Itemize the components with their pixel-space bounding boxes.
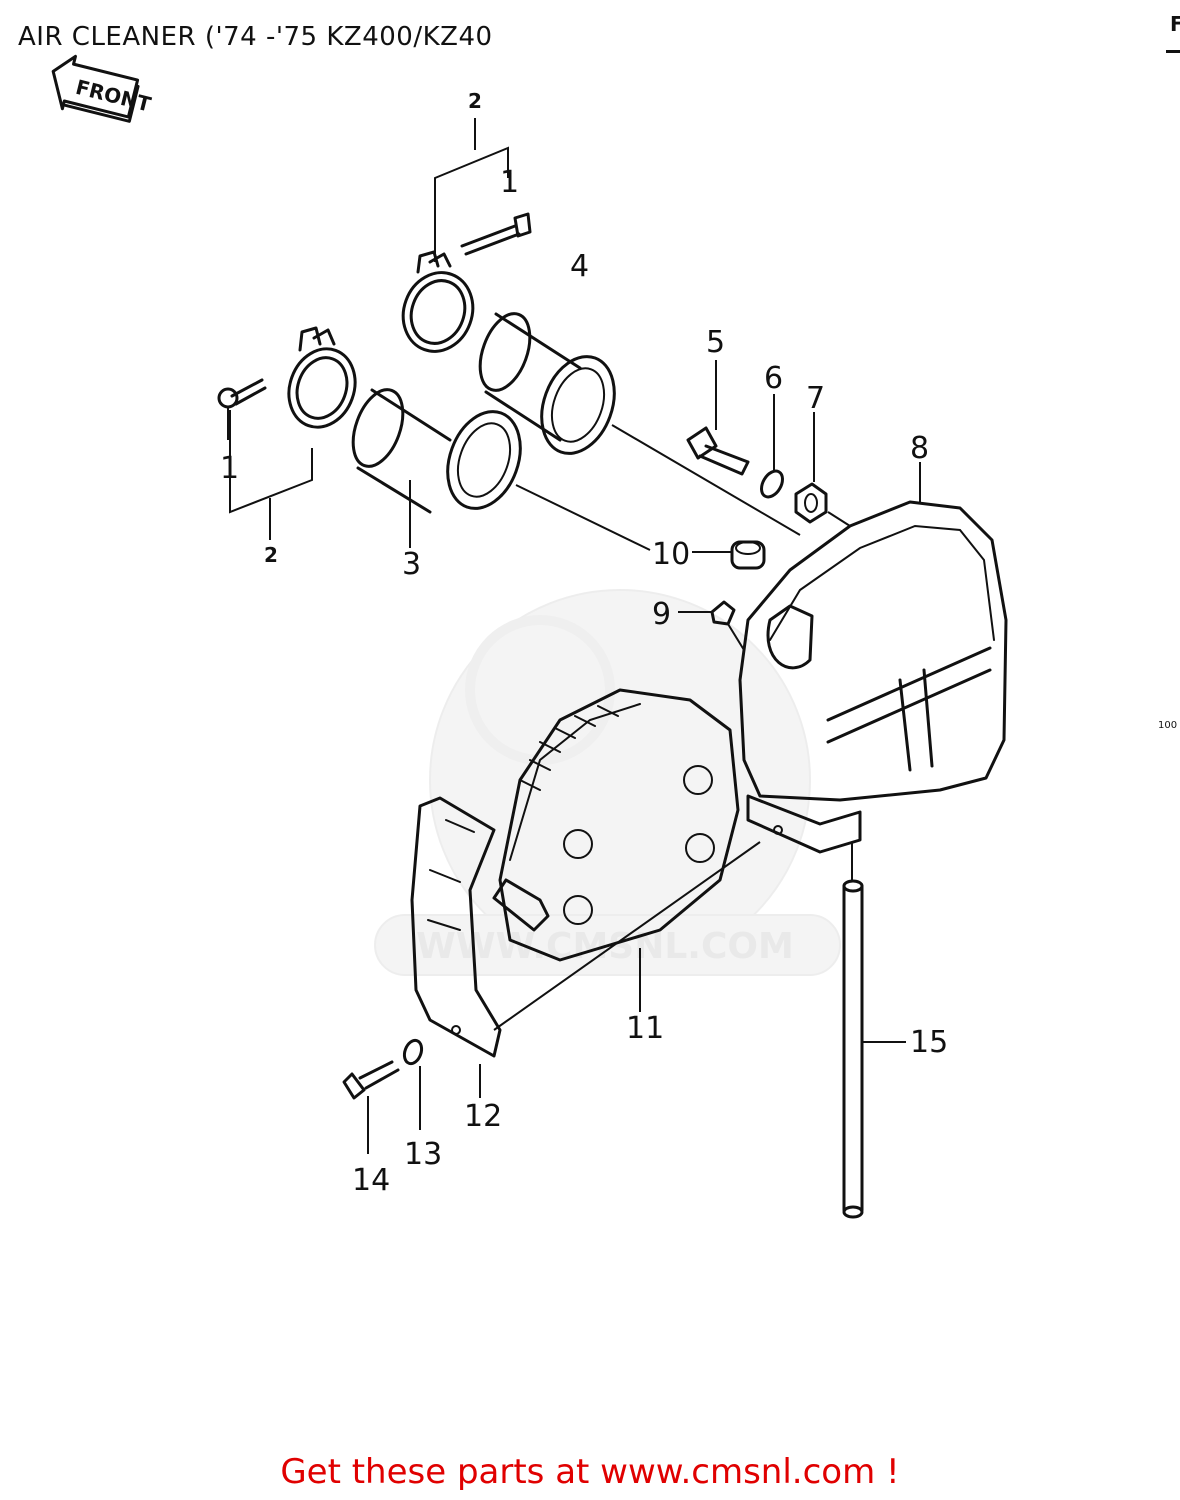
callout-1-lower: 1 bbox=[220, 451, 239, 486]
callout-4: 4 bbox=[570, 249, 589, 284]
screw-14 bbox=[342, 1060, 400, 1154]
diagram-title: AIR CLEANER ('74 -'75 KZ400/KZ40 bbox=[18, 22, 493, 52]
washer-13 bbox=[402, 1038, 424, 1130]
corner-rule bbox=[1166, 50, 1180, 53]
bolt-washer-nut bbox=[686, 360, 851, 527]
grommet-10 bbox=[692, 540, 766, 570]
screw-upper bbox=[460, 212, 532, 256]
page-letter: F bbox=[1170, 12, 1180, 36]
callout-13: 13 bbox=[404, 1137, 442, 1172]
drain-tube-15 bbox=[842, 842, 906, 1219]
footer-link-text[interactable]: Get these parts at www.cmsnl.com ! bbox=[280, 1452, 900, 1492]
callout-7: 7 bbox=[806, 381, 825, 416]
clamp-upper bbox=[401, 250, 475, 353]
callout-6: 6 bbox=[764, 361, 783, 396]
callout-1-upper: 1 bbox=[500, 165, 519, 200]
callout-2-lower: 2 bbox=[264, 543, 278, 567]
bracket-plate-12 bbox=[410, 796, 761, 1098]
callout-12: 12 bbox=[464, 1099, 502, 1134]
clamp-lower bbox=[287, 326, 357, 429]
bracket-upper bbox=[434, 118, 509, 262]
callout-11: 11 bbox=[626, 1011, 664, 1046]
callout-14: 14 bbox=[352, 1163, 390, 1198]
plug-9 bbox=[678, 600, 745, 651]
duct-lower bbox=[351, 388, 651, 551]
diagram-code: 100 bbox=[1158, 720, 1178, 731]
callout-9: 9 bbox=[652, 597, 671, 632]
duct-upper bbox=[478, 312, 801, 536]
callout-2-upper: 2 bbox=[468, 89, 482, 113]
screw-lower bbox=[217, 378, 267, 440]
filter-element-11 bbox=[492, 688, 740, 1012]
callout-15: 15 bbox=[910, 1025, 948, 1060]
callout-10: 10 bbox=[652, 537, 690, 572]
bracket-lower bbox=[229, 410, 313, 540]
front-arrow: FRONT bbox=[51, 54, 154, 123]
callout-3: 3 bbox=[402, 547, 421, 582]
callout-5: 5 bbox=[706, 325, 725, 360]
callout-8: 8 bbox=[910, 431, 929, 466]
housing-8 bbox=[738, 462, 1008, 854]
